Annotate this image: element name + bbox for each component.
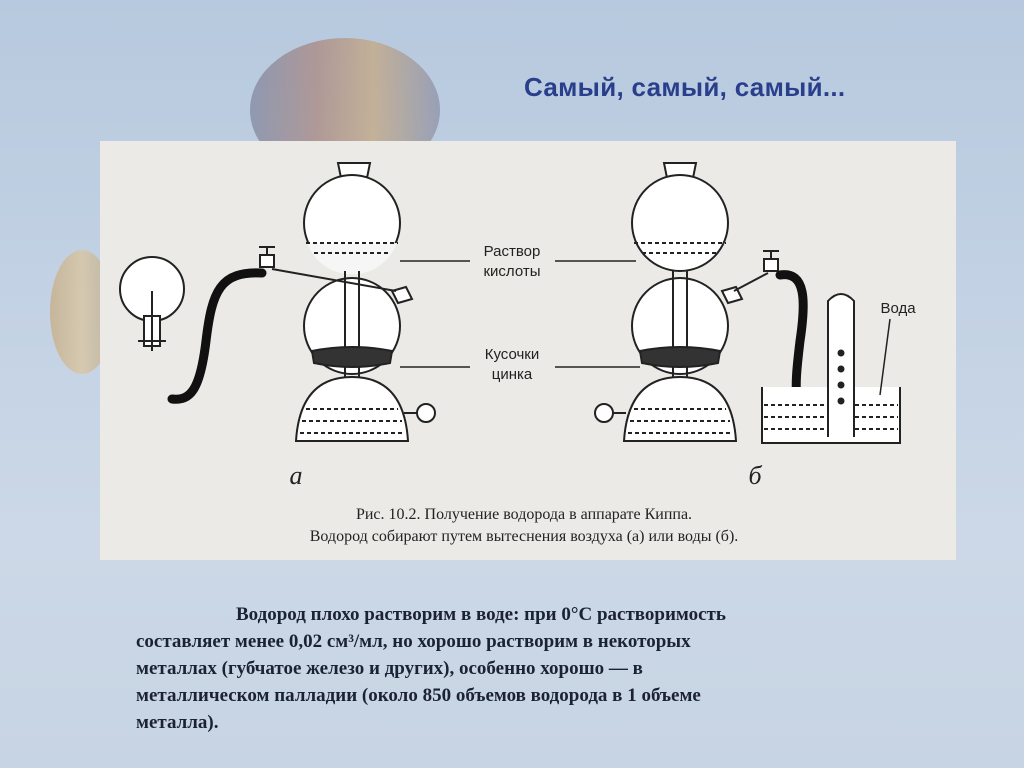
- label-acid-2: кислоты: [483, 263, 540, 280]
- kipp-apparatus-figure: Раствор кислоты Кусочки цинка Вода а б Р…: [100, 141, 956, 560]
- apparatus-a: [119, 162, 436, 442]
- body-line-1: Водород плохо растворим в воде: при 0°С …: [236, 604, 726, 625]
- body-line-3: металлах (губчатое железо и других), осо…: [136, 658, 643, 679]
- label-zinc-2: цинка: [492, 366, 533, 383]
- figure-caption-1: Рис. 10.2. Получение водорода в аппарате…: [356, 506, 692, 523]
- balloon-small: [50, 250, 114, 374]
- label-a: а: [290, 461, 303, 490]
- label-water: Вода: [880, 300, 916, 317]
- apparatus-b: [594, 162, 901, 444]
- kipp-apparatus-drawing: Раствор кислоты Кусочки цинка Вода а б Р…: [119, 162, 916, 545]
- label-zinc-1: Кусочки: [485, 346, 540, 363]
- slide-title: Самый, самый, самый...: [524, 72, 846, 102]
- label-b: б: [748, 461, 762, 490]
- body-line-4: металлическом палладии (около 850 объемо…: [136, 685, 701, 706]
- figure-caption-2: Водород собирают путем вытеснения воздух…: [310, 528, 739, 545]
- body-line-5: металла).: [136, 712, 219, 733]
- body-paragraph: Водород плохо растворим в воде: при 0°С …: [136, 601, 856, 736]
- body-line-2: составляет менее 0,02 см³/мл, но хорошо …: [136, 631, 691, 652]
- label-acid-1: Раствор: [484, 243, 541, 260]
